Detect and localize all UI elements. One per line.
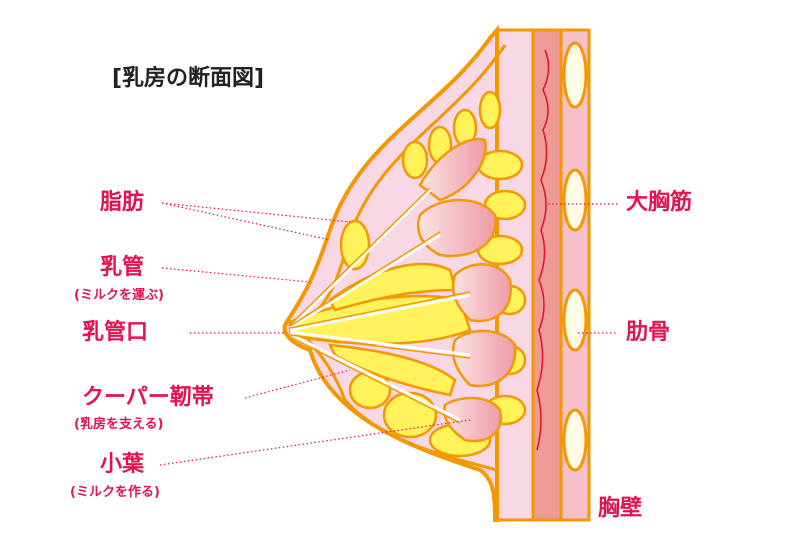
label-duct: 乳管 xyxy=(100,255,145,280)
label-pectoral-muscle: 大胸筋 xyxy=(626,190,693,215)
label-lobule-sub: (ミルクを作る) xyxy=(70,485,160,500)
label-cooper-sub: (乳房を支える) xyxy=(74,417,164,432)
ribs xyxy=(562,41,588,472)
milk-ducts xyxy=(288,188,471,422)
diagram-title: [乳房の断面図] xyxy=(112,66,265,91)
label-cooper-ligament: クーパー靭帯 xyxy=(82,385,214,410)
lobules xyxy=(416,137,517,443)
label-duct-sub: (ミルクを運ぶ) xyxy=(74,288,164,303)
blood-vessel xyxy=(536,49,550,451)
label-fat: 脂肪 xyxy=(100,190,145,215)
label-chest-wall: 胸壁 xyxy=(598,496,643,521)
pectoral-muscle xyxy=(531,28,563,522)
label-rib: 肋骨 xyxy=(626,320,671,345)
label-lobule: 小葉 xyxy=(100,452,145,477)
label-duct-opening: 乳管口 xyxy=(82,320,149,345)
leader-lines xyxy=(159,202,618,466)
